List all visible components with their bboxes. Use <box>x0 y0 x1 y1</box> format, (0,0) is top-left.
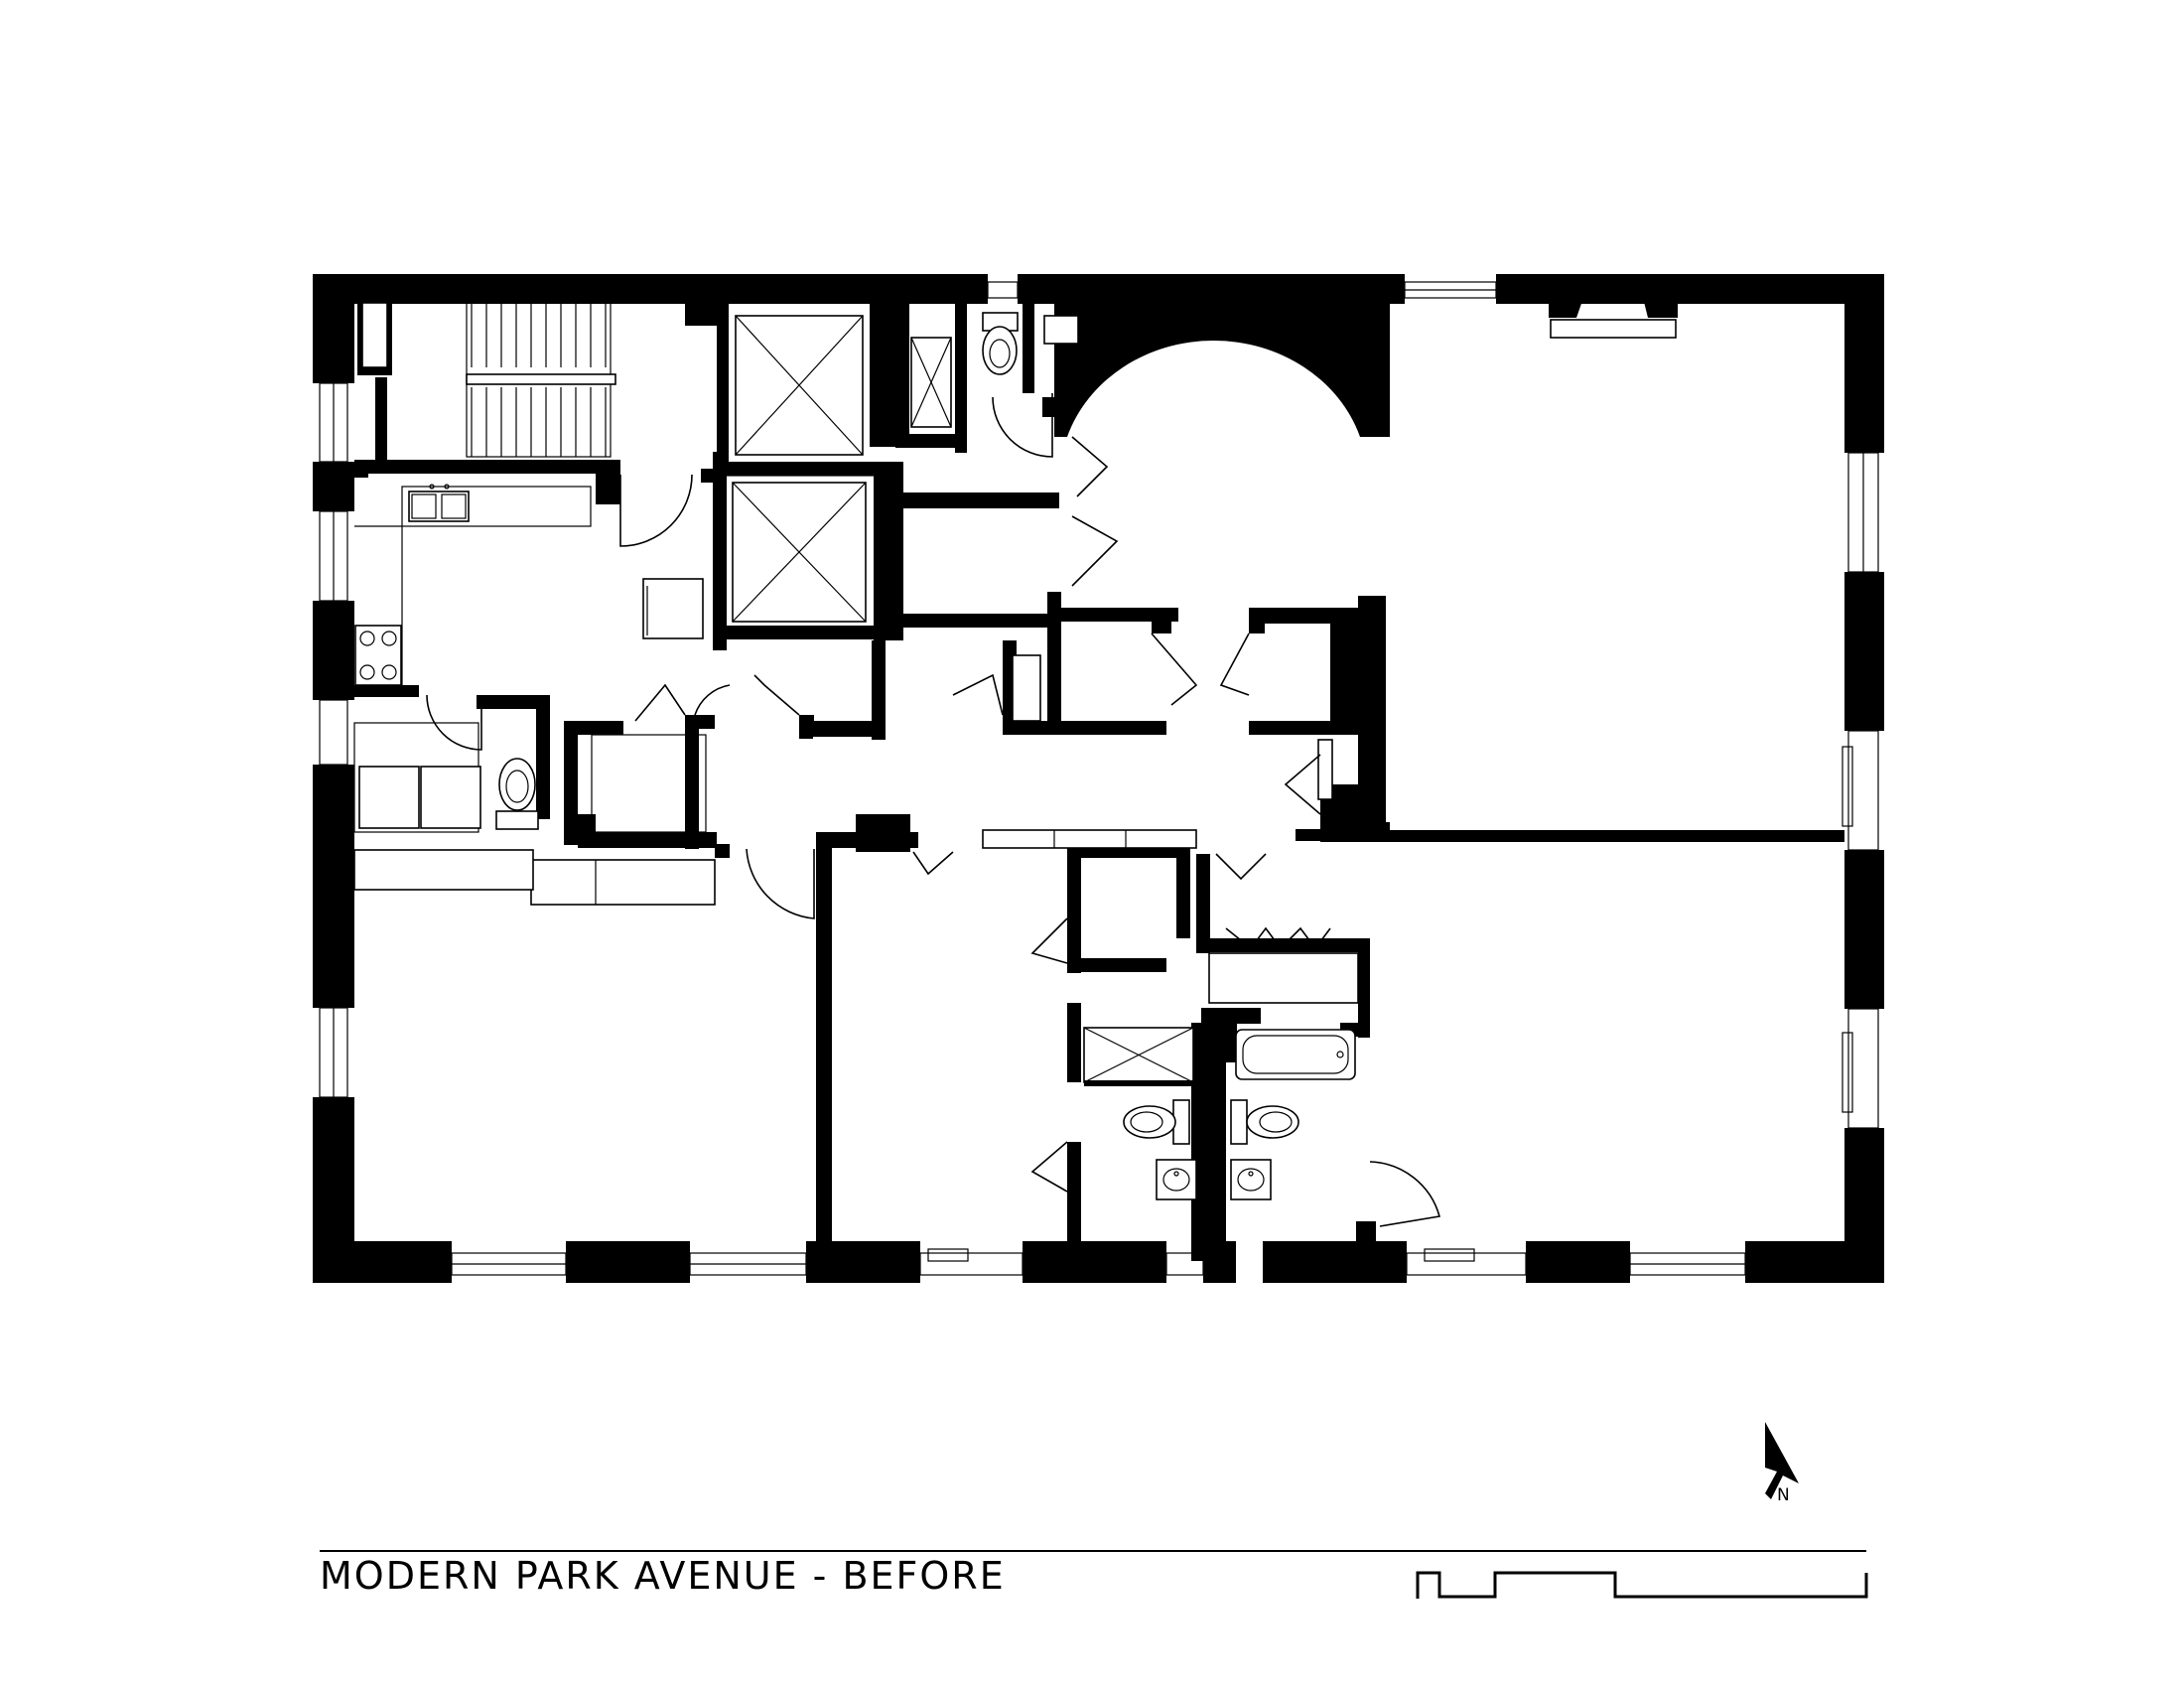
fixtures <box>353 297 1299 1200</box>
north-label: N <box>1777 1485 1790 1505</box>
door-swings <box>426 393 1441 1227</box>
scale-bar-icon <box>1416 1571 1868 1599</box>
plan-title: MODERN PARK AVENUE - BEFORE <box>320 1554 1006 1598</box>
north-arrow-icon <box>1765 1422 1799 1499</box>
interior-walls <box>354 298 1844 1283</box>
exterior-walls <box>313 274 1884 1283</box>
